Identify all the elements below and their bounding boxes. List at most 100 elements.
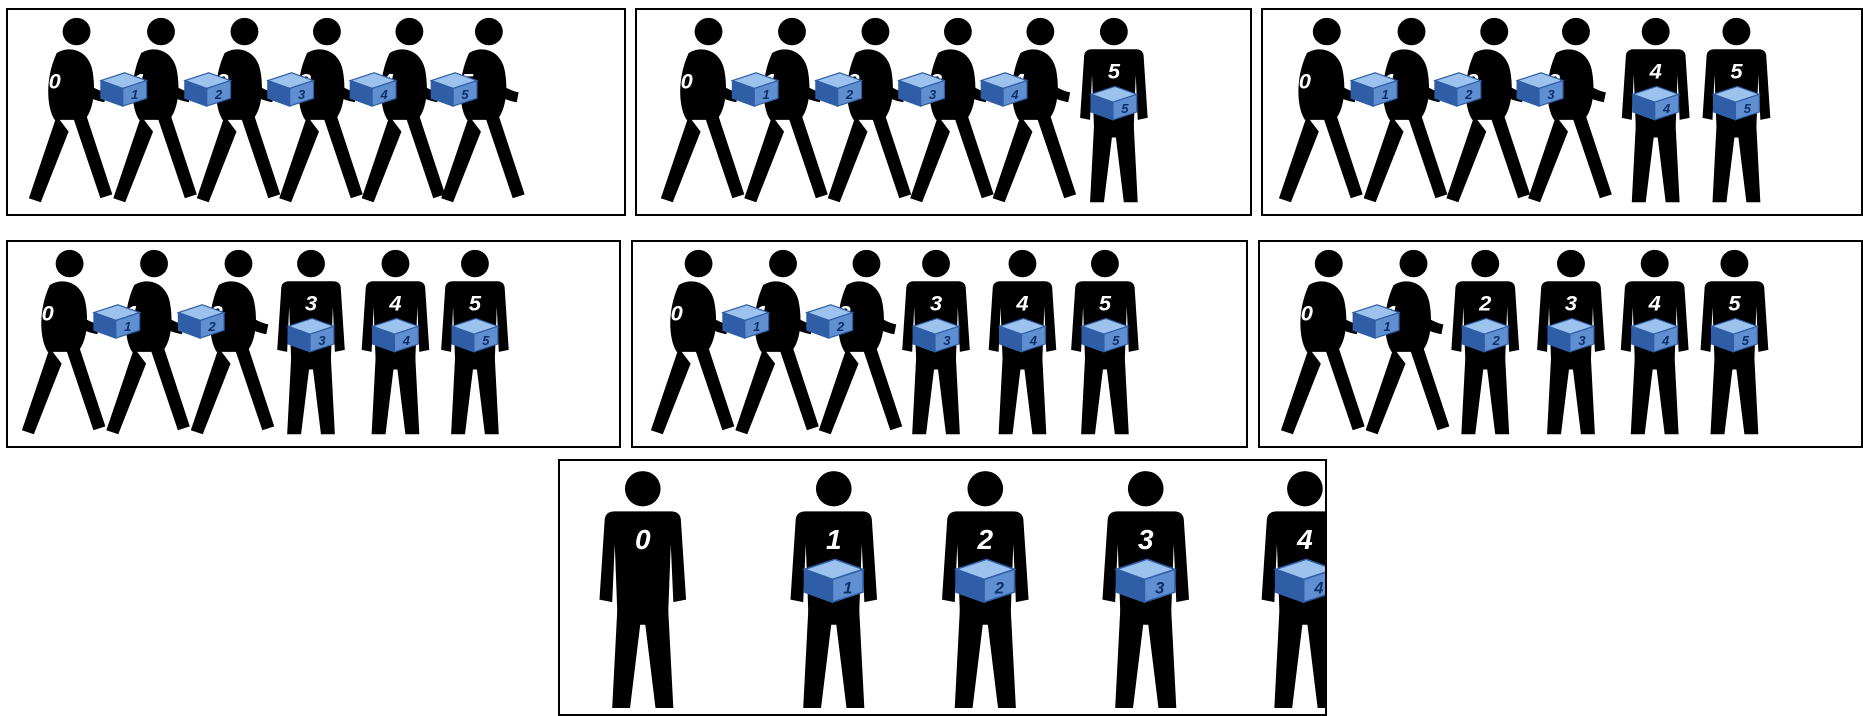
box-icon: 4 xyxy=(350,73,396,106)
box-number-label: 1 xyxy=(753,319,760,334)
person-number-label: 4 xyxy=(1649,59,1662,84)
person-walking-icon: 1 xyxy=(106,250,189,434)
scene-step-1: 01234512345 xyxy=(8,10,624,214)
box-icon: 4 xyxy=(1632,319,1678,352)
person-walking-icon: 2 xyxy=(197,18,280,202)
person-number-label: 0 xyxy=(1299,69,1311,94)
box-number-label: 4 xyxy=(1010,87,1018,102)
panel-step-1: 01234512345 xyxy=(6,8,626,216)
box-number-label: 3 xyxy=(1155,579,1164,597)
person-walking-icon: 1 xyxy=(735,250,818,434)
person-number-label: 3 xyxy=(305,291,317,316)
box-number-label: 3 xyxy=(929,87,936,102)
box-number-label: 3 xyxy=(1547,87,1554,102)
box-number-label: 5 xyxy=(461,87,469,102)
person-number-label: 5 xyxy=(1108,59,1121,84)
box-number-label: 3 xyxy=(298,87,305,102)
box-icon: 2 xyxy=(956,559,1015,602)
box-number-label: 4 xyxy=(379,87,387,102)
person-number-label: 3 xyxy=(1565,291,1577,316)
box-icon: 4 xyxy=(981,73,1027,106)
person-number-label: 2 xyxy=(977,524,994,555)
box-icon: 1 xyxy=(1351,73,1397,106)
person-walking-icon: 2 xyxy=(191,250,274,434)
box-icon: 3 xyxy=(1517,73,1563,106)
box-icon: 2 xyxy=(807,305,853,338)
box-number-label: 2 xyxy=(836,319,844,334)
person-walking-icon: 0 xyxy=(661,18,744,202)
person-walking-icon: 3 xyxy=(910,18,993,202)
box-number-label: 4 xyxy=(1029,333,1037,348)
box-icon: 2 xyxy=(816,73,862,106)
box-number-label: 3 xyxy=(943,333,950,348)
person-number-label: 4 xyxy=(1648,291,1661,316)
box-number-label: 5 xyxy=(1742,333,1750,348)
scene-step-3: 01234512345 xyxy=(1263,10,1863,214)
person-number-label: 0 xyxy=(1301,301,1313,326)
box-icon: 2 xyxy=(178,305,224,338)
box-number-label: 4 xyxy=(1313,579,1323,597)
box-icon: 3 xyxy=(899,73,945,106)
scene-step-5: 01234512345 xyxy=(633,242,1246,446)
person-walking-icon: 0 xyxy=(1281,250,1365,434)
person-number-label: 5 xyxy=(1728,291,1741,316)
person-walking-icon: 2 xyxy=(828,18,911,202)
box-number-label: 4 xyxy=(1661,333,1669,348)
panel-step-5: 01234512345 xyxy=(631,240,1248,448)
box-icon: 5 xyxy=(1091,87,1137,120)
box-icon: 1 xyxy=(732,73,778,106)
box-number-label: 2 xyxy=(845,87,853,102)
person-number-label: 0 xyxy=(635,524,651,555)
box-number-label: 2 xyxy=(208,319,216,334)
box-number-label: 1 xyxy=(131,87,138,102)
person-standing-icon: 0 xyxy=(599,471,686,708)
box-number-label: 1 xyxy=(124,319,131,334)
box-icon: 5 xyxy=(1082,319,1128,352)
box-number-label: 5 xyxy=(1121,101,1129,116)
box-icon: 3 xyxy=(268,73,314,106)
box-icon: 4 xyxy=(1000,319,1046,352)
person-walking-icon: 2 xyxy=(1446,18,1530,202)
box-icon: 3 xyxy=(1548,319,1594,352)
box-number-label: 4 xyxy=(402,333,410,348)
person-walking-icon: 1 xyxy=(1366,250,1450,434)
box-number-label: 5 xyxy=(1744,101,1752,116)
panel-step-4: 01234512345 xyxy=(6,240,621,448)
scene-step-2: 01234512345 xyxy=(637,10,1250,214)
person-number-label: 4 xyxy=(1296,524,1313,555)
person-number-label: 0 xyxy=(42,301,54,326)
person-walking-icon: 4 xyxy=(362,18,445,202)
box-number-label: 4 xyxy=(1662,101,1670,116)
box-number-label: 2 xyxy=(994,579,1004,597)
scene-step-6: 01234512345 xyxy=(1260,242,1863,446)
person-walking-icon: 3 xyxy=(1528,18,1612,202)
person-number-label: 0 xyxy=(49,69,61,94)
box-icon: 2 xyxy=(1435,73,1481,106)
person-number-label: 0 xyxy=(681,69,693,94)
box-number-label: 5 xyxy=(1112,333,1120,348)
box-icon: 1 xyxy=(1353,305,1399,338)
panel-step-7: 01234512345 xyxy=(558,459,1327,716)
scene-step-7: 01234512345 xyxy=(560,461,1325,714)
person-walking-icon: 2 xyxy=(819,250,902,434)
person-number-label: 5 xyxy=(1730,59,1743,84)
panel-step-2: 01234512345 xyxy=(635,8,1252,216)
scene-step-4: 01234512345 xyxy=(8,242,619,446)
box-number-label: 1 xyxy=(1381,87,1388,102)
box-icon: 3 xyxy=(1116,559,1175,602)
box-icon: 2 xyxy=(185,73,231,106)
person-number-label: 2 xyxy=(1478,291,1491,316)
person-number-label: 0 xyxy=(671,301,683,326)
box-number-label: 3 xyxy=(318,333,325,348)
person-walking-icon: 1 xyxy=(1364,18,1448,202)
person-number-label: 3 xyxy=(1138,524,1154,555)
person-walking-icon: 0 xyxy=(651,250,734,434)
panel-step-3: 01234512345 xyxy=(1261,8,1863,216)
box-icon: 4 xyxy=(1633,87,1679,120)
person-walking-icon: 1 xyxy=(744,18,827,202)
panel-step-6: 01234512345 xyxy=(1258,240,1863,448)
person-walking-icon: 0 xyxy=(1279,18,1363,202)
box-number-label: 1 xyxy=(1383,319,1390,334)
person-number-label: 3 xyxy=(930,291,942,316)
box-icon: 1 xyxy=(804,559,863,602)
